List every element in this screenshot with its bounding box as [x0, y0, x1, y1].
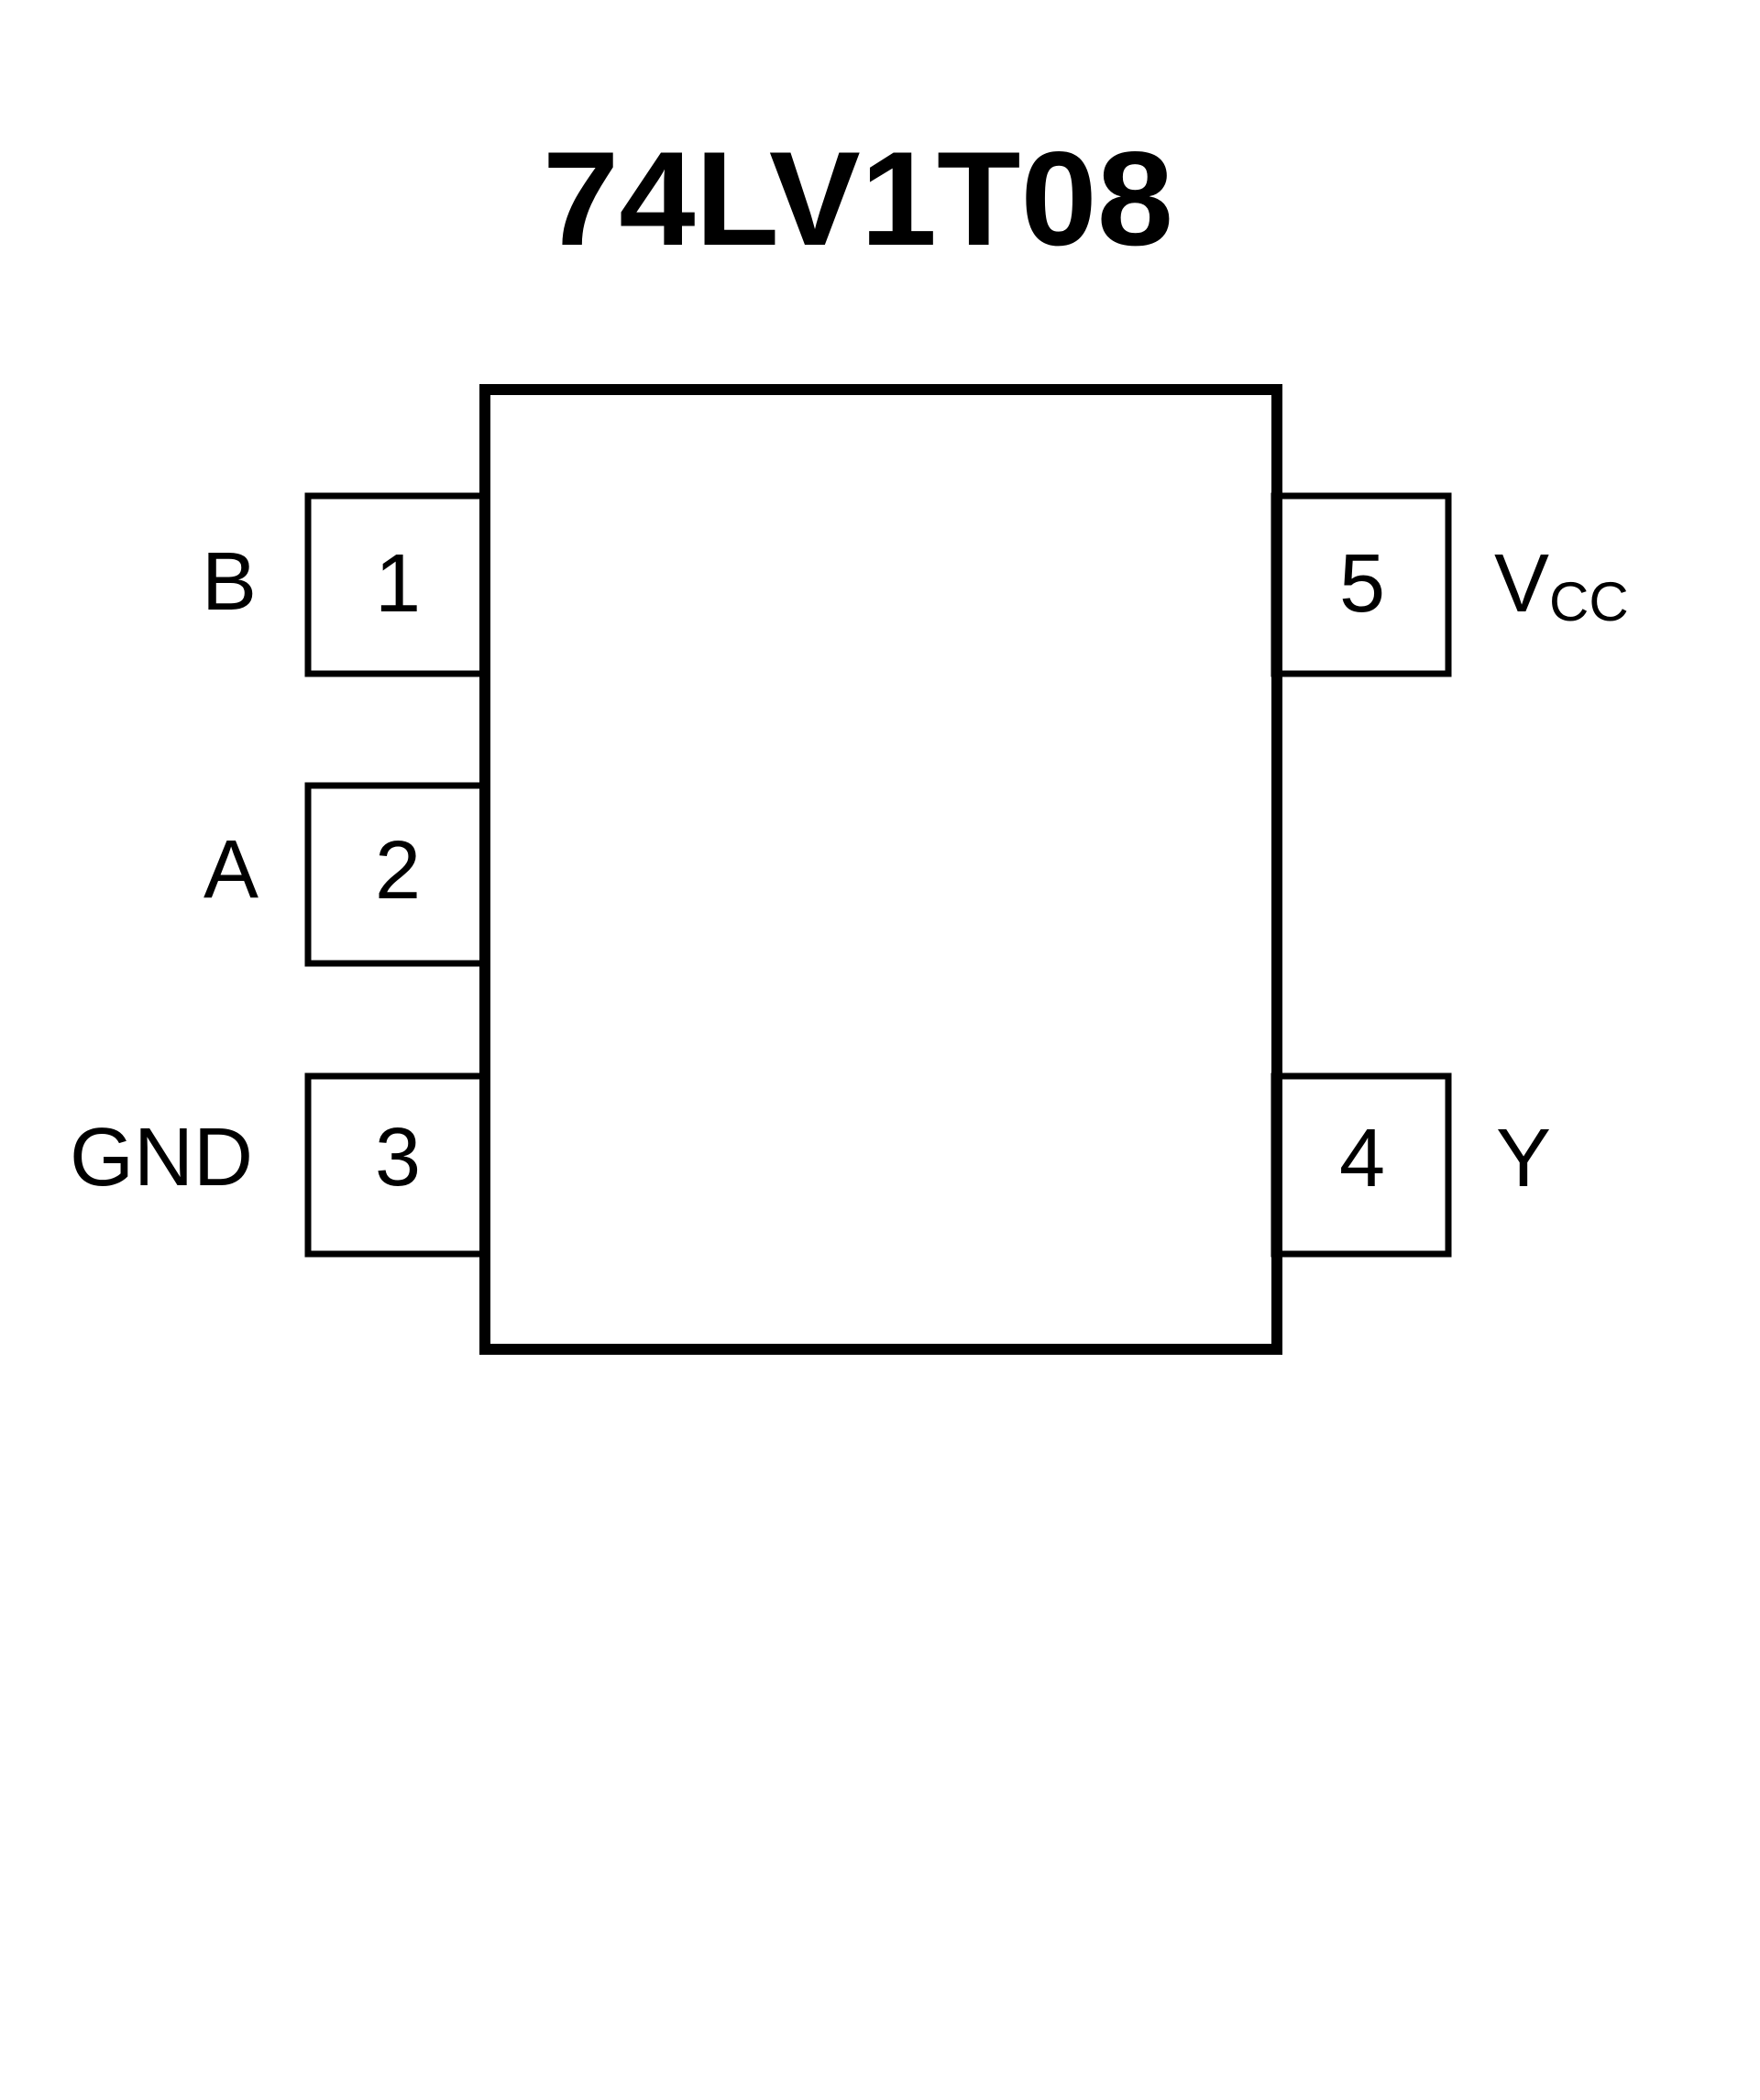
pin-3-name: GND: [70, 1112, 253, 1204]
pin-2-pad: [304, 782, 490, 967]
pin-4-pad: [1270, 1072, 1452, 1258]
pin-3-pad: [304, 1072, 490, 1258]
pin-5: 5 VCC: [1270, 492, 1629, 677]
pin-2-number: 2: [375, 825, 421, 917]
pin-2: 2 A: [204, 782, 490, 967]
pin-3: 3 GND: [70, 1072, 490, 1258]
pin-5-number: 5: [1339, 538, 1385, 630]
pin-5-name-main: V: [1494, 538, 1549, 630]
pin-4-number: 4: [1339, 1113, 1385, 1204]
pin-1-pad: [304, 492, 490, 677]
pin-5-name: VCC: [1494, 538, 1629, 632]
pin-1: 1 B: [202, 492, 490, 677]
pin-2-name: A: [204, 824, 258, 916]
pin-3-number: 3: [375, 1112, 421, 1204]
pin-5-pad: [1270, 492, 1452, 677]
pin-4: 4 Y: [1270, 1072, 1551, 1258]
chip-title: 74LV1T08: [543, 124, 1173, 273]
pin-1-name: B: [202, 536, 257, 628]
pin-5-name-subscript: CC: [1549, 571, 1629, 632]
pin-1-number: 1: [375, 538, 421, 630]
pin-4-name: Y: [1496, 1113, 1551, 1204]
package-body: [479, 384, 1282, 1355]
